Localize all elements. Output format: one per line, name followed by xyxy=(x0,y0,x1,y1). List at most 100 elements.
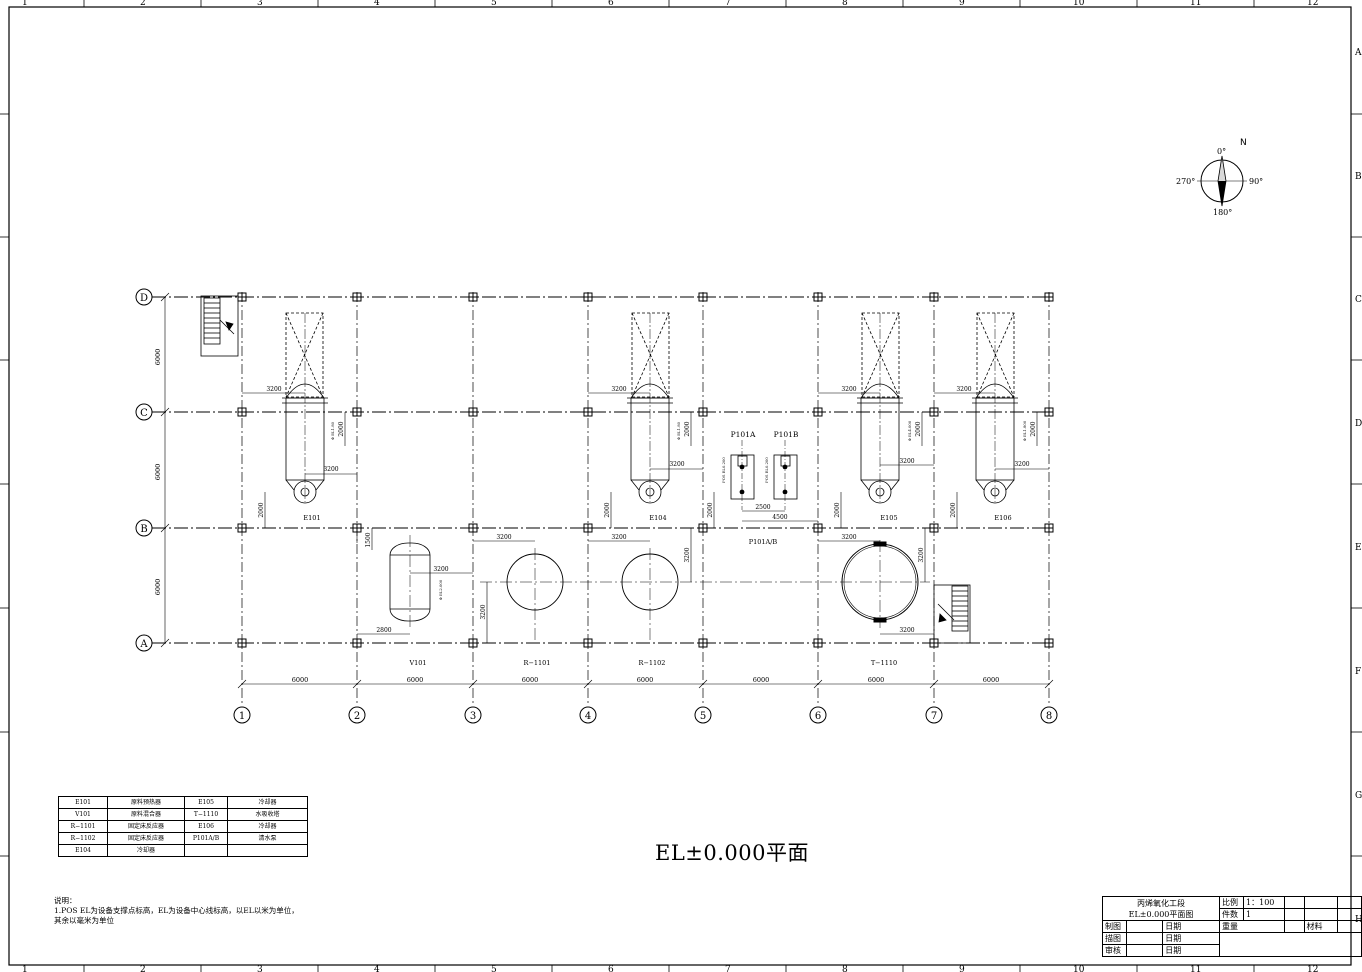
zone-col-label: 8 xyxy=(842,0,848,8)
elevation-tag: POS EL0.200 xyxy=(764,457,769,483)
frame-labels: 1 2 3 4 5 6 7 8 9 10 11 12 1 2 3 4 5 6 7… xyxy=(22,0,1362,972)
legend-cell: 固定床反应器 xyxy=(107,820,185,833)
compass-0-label: 0° xyxy=(1217,147,1226,156)
zone-col-label: 4 xyxy=(374,965,380,972)
column-bubble-label: 2 xyxy=(354,711,360,722)
row-bubble-label: B xyxy=(140,524,147,535)
row-bubble-label: C xyxy=(140,408,148,419)
dim-label: 2000 xyxy=(834,502,841,517)
zone-col-label: 1 xyxy=(22,0,28,8)
equipment-legend-table: E101 原料预热器 E105 冷却器 V101 原料混合器 T−1110 水吸… xyxy=(58,796,308,857)
legend-cell: 冷却器 xyxy=(107,844,185,857)
dim-label: 3200 xyxy=(611,534,626,541)
sheet-frame xyxy=(8,6,1352,966)
row-bubble-label: A xyxy=(139,639,148,650)
bay-dimension: 6000 xyxy=(637,676,654,684)
count-label: 件数 xyxy=(1219,908,1245,921)
date-label: 日期 xyxy=(1162,920,1221,933)
notes-heading: 说明： xyxy=(54,896,77,905)
equipment-label-e106: E106 xyxy=(994,514,1011,522)
blank-cell xyxy=(1283,920,1305,933)
column-bubble-label: 3 xyxy=(470,711,476,722)
dim-label: 2000 xyxy=(950,502,957,517)
blank-cell xyxy=(1283,908,1305,921)
local-dimension-labels: 3200 3200 3200 3200 3200 3200 3200 3200 … xyxy=(258,386,1037,634)
blank-cell xyxy=(1126,944,1164,957)
bay-dimension: 6000 xyxy=(522,676,539,684)
bay-dimension: 6000 xyxy=(753,676,770,684)
north-compass: N 0° 90° 180° 270° xyxy=(1176,138,1263,217)
elevation-tag: Φ EL1.80 xyxy=(676,421,681,440)
table-row: R−1102 固定床反应器 P101A/B 清水泵 xyxy=(58,832,308,845)
row-bubble-label: D xyxy=(140,293,148,304)
legend-cell: E104 xyxy=(58,844,108,857)
scale-label: 比例 xyxy=(1219,896,1245,909)
plan-title: EL±0.000平面 xyxy=(655,841,809,865)
table-row: 件数 1 xyxy=(1103,908,1362,921)
dim-label: 3200 xyxy=(323,466,338,473)
zone-col-label: 9 xyxy=(959,0,965,8)
dim-label: 1500 xyxy=(365,532,372,547)
dim-label: 3200 xyxy=(433,566,448,573)
zone-row-label: D xyxy=(1355,419,1362,429)
stair-northwest xyxy=(200,295,239,357)
count-value: 1 xyxy=(1243,908,1285,921)
equipment-label-v101: V101 xyxy=(408,659,426,667)
zone-col-label: 3 xyxy=(257,0,263,8)
notes-line: 其余以毫米为单位 xyxy=(54,916,114,925)
title-block: 丙烯氧化工段 EL±0.000平面图 比例 1：100 件数 1 制图 日期 重… xyxy=(1101,896,1362,957)
dim-label: 3200 xyxy=(1014,461,1029,468)
dim-label: 2000 xyxy=(604,502,611,517)
scale-value: 1：100 xyxy=(1243,896,1285,909)
equipment-label-e104: E104 xyxy=(649,514,666,522)
legend-cell xyxy=(227,844,308,857)
equipment-label-e101: E101 xyxy=(303,514,320,522)
legend-cell: 冷却器 xyxy=(227,820,308,833)
checked-label: 审核 xyxy=(1101,944,1128,957)
dim-label: 3200 xyxy=(899,458,914,465)
column-bubble-label: 4 xyxy=(585,711,591,722)
heat-exchanger-e105 xyxy=(857,312,903,504)
material-label: 材料 xyxy=(1303,920,1338,933)
legend-cell: R−1102 xyxy=(58,832,108,845)
table-row: 描图 日期 xyxy=(1101,932,1362,957)
dim-label: 3200 xyxy=(669,461,684,468)
drawing-name: EL±0.000平面图 xyxy=(1128,909,1194,919)
zone-col-label: 5 xyxy=(491,965,497,972)
dim-label: 3200 xyxy=(899,627,914,634)
dim-label: 3200 xyxy=(496,534,511,541)
column-bubble-label: 7 xyxy=(931,711,937,722)
dimension-chain-left-labels: 6000 6000 6000 xyxy=(154,349,162,596)
dimension-chain-bottom xyxy=(237,679,1054,689)
dim-label: 3200 xyxy=(480,604,487,619)
blank-cell xyxy=(1336,896,1362,909)
row-dimension: 6000 xyxy=(154,464,162,481)
dim-label: 2000 xyxy=(338,421,345,436)
column-bubble-label: 6 xyxy=(815,711,821,722)
zone-col-label: 4 xyxy=(374,0,380,8)
bay-dimension: 6000 xyxy=(292,676,309,684)
legend-cell: 原料预热器 xyxy=(107,796,185,809)
dimension-chain-left xyxy=(160,292,170,648)
table-row: 审核 日期 xyxy=(1101,944,1362,957)
structural-grid xyxy=(152,292,1054,706)
zone-col-label: 2 xyxy=(140,965,146,972)
heat-exchanger-e101 xyxy=(282,312,328,504)
elevation-tag: Φ EL2.000 xyxy=(438,579,443,600)
dim-label: 3200 xyxy=(841,534,856,541)
date-label: 日期 xyxy=(1162,932,1221,945)
zone-row-label: A xyxy=(1354,48,1362,58)
dim-label: 3200 xyxy=(841,386,856,393)
zone-col-label: 10 xyxy=(1073,0,1085,8)
traced-label: 描图 xyxy=(1101,932,1128,945)
pump-tag-labels: P101A P101B xyxy=(731,430,799,439)
blank-cell xyxy=(1126,932,1164,945)
table-row: E104 冷却器 xyxy=(58,844,308,857)
column-axis-bubbles: 1 2 3 4 5 6 7 8 xyxy=(233,706,1058,724)
dim-label: 2000 xyxy=(1030,421,1037,436)
table-row: V101 原料混合器 T−1110 水吸收塔 xyxy=(58,808,308,821)
blank-cell xyxy=(1126,920,1164,933)
drawing-notes: 说明： 1.POS EL为设备支撑点标高，EL为设备中心线标高，以EL以米为单位… xyxy=(54,896,299,926)
legend-cell: 固定床反应器 xyxy=(107,832,185,845)
